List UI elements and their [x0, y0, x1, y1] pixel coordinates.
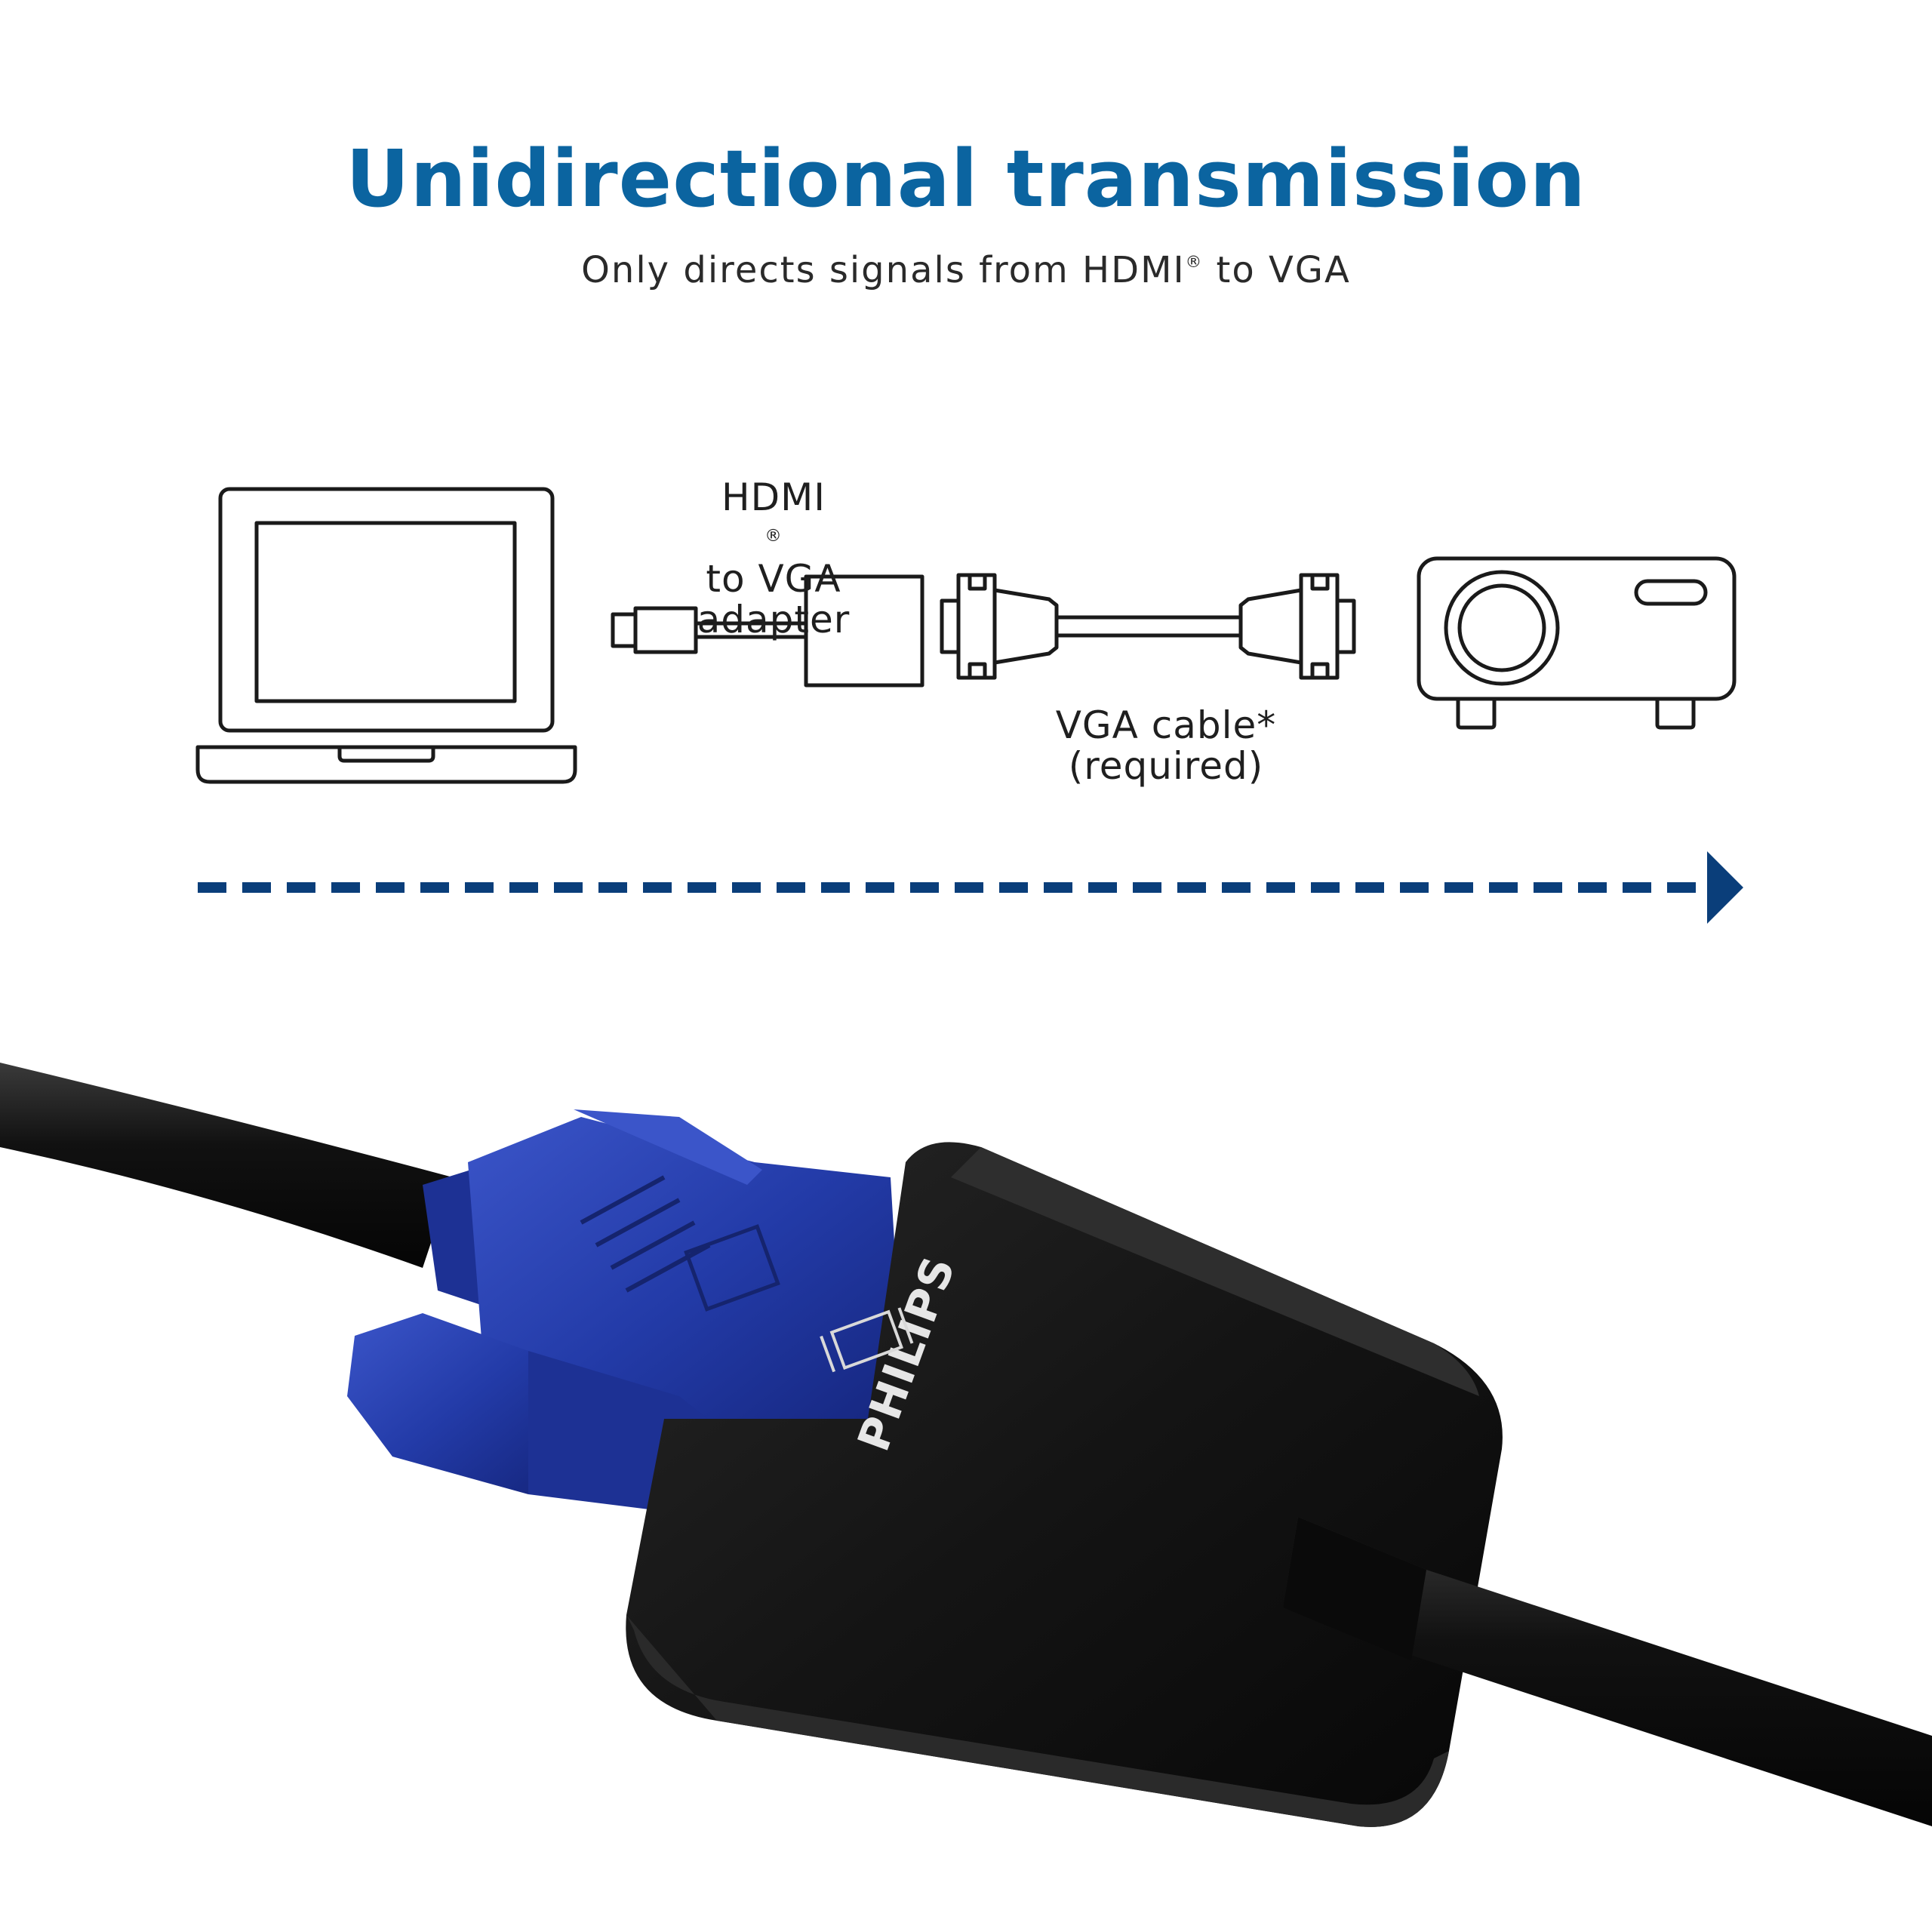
registered-mark: ® — [1185, 252, 1204, 272]
adapter-icon — [611, 574, 924, 688]
vga-cable-icon — [940, 573, 1356, 680]
subtitle-text: Only directs signals from HDMI — [581, 249, 1186, 291]
direction-arrow — [198, 851, 1743, 924]
subtitle-text-end: to VGA — [1203, 249, 1351, 291]
adapter-housing-photo — [626, 1142, 1503, 1827]
product-photo: PHILIPS — [0, 1063, 1932, 1827]
page-title: Unidirectional transmission — [346, 133, 1586, 225]
adapter-label: HDMI® to VGA adapter — [589, 477, 958, 640]
arrow-head-icon — [1707, 851, 1743, 924]
hdmi-cable-photo — [1283, 1517, 1932, 1826]
cable-label-line2: (required) — [1068, 744, 1264, 788]
adapter-label-line2: adapter — [697, 598, 851, 641]
adapter-label-line1: HDMI® to VGA — [706, 475, 841, 601]
hdmi-port-icon — [820, 1307, 914, 1373]
cable-label: VGA cable* (required) — [996, 705, 1336, 786]
vga-connector-photo — [347, 1109, 906, 1509]
connection-diagram — [195, 487, 1743, 924]
cable-label-line1: VGA cable* — [1055, 703, 1277, 747]
page-subtitle: Only directs signals from HDMI® to VGA — [0, 249, 1932, 293]
laptop-icon — [195, 487, 577, 784]
projector-icon — [1417, 556, 1737, 730]
vga-cable-photo — [0, 1063, 453, 1268]
